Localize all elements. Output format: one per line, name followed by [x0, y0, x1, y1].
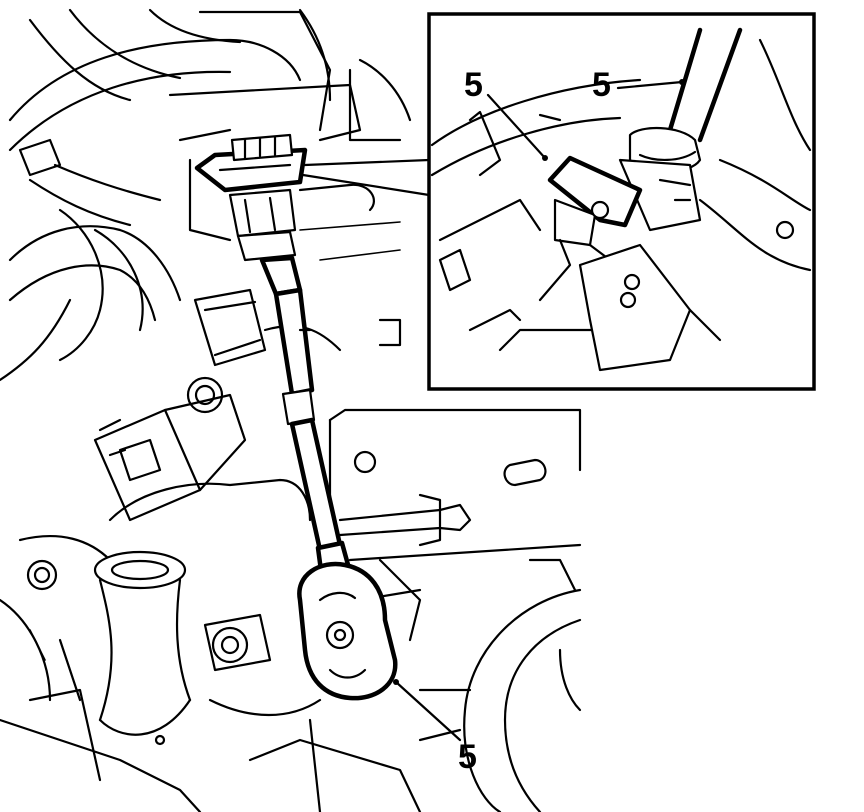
inset-closeup	[430, 27, 812, 372]
sensor-assembly	[194, 133, 398, 701]
callout-label-inset-left: 5	[464, 66, 483, 104]
sensor-connector	[194, 147, 308, 193]
detail-inset: 5 5	[301, 12, 816, 391]
callout-label-main: 5	[458, 738, 477, 776]
leader-line-main	[394, 680, 462, 742]
leader-line-inset-right	[616, 80, 684, 90]
main-callout: 5	[393, 679, 477, 776]
callout-label-inset-right: 5	[592, 66, 611, 104]
leader-line-inset-left	[486, 93, 547, 160]
sensor-link-rod	[259, 255, 303, 297]
engine-bay-background	[0, 8, 582, 812]
